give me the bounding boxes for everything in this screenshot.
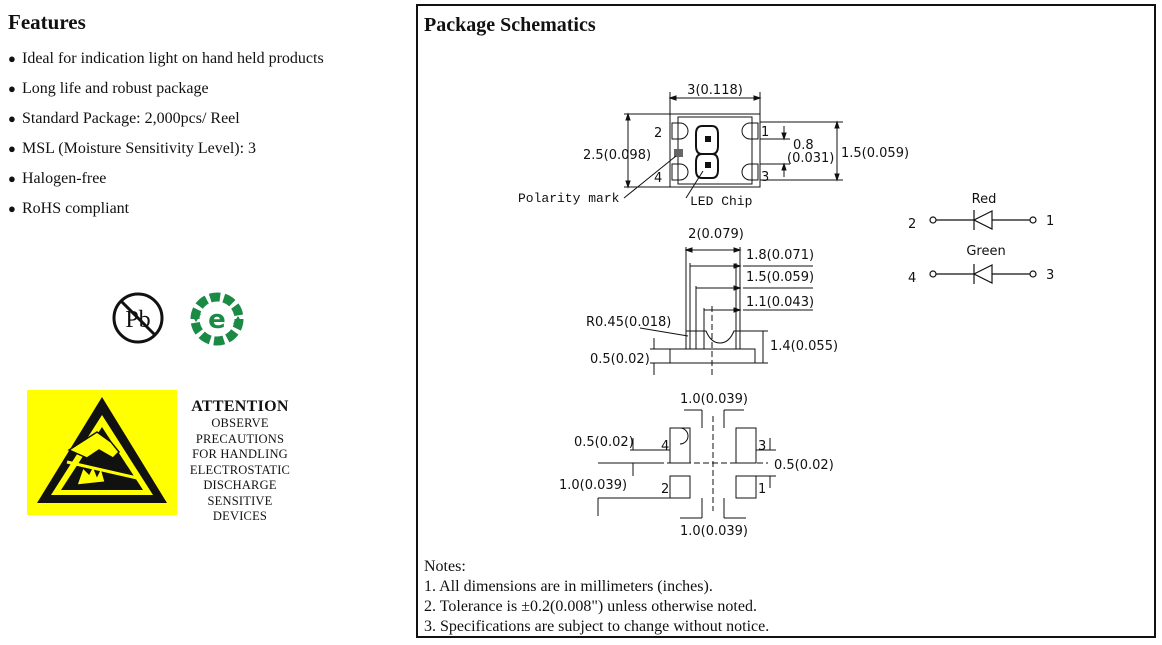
svg-text:0.5(0.02): 0.5(0.02): [774, 458, 834, 473]
attention-title: ATTENTION: [191, 398, 289, 415]
note-item: 2. Tolerance is ±0.2(0.008") unless othe…: [424, 598, 757, 615]
compliance-badges: Pb e: [110, 290, 260, 350]
svg-text:3: 3: [758, 439, 766, 454]
note-item: 1. All dimensions are in millimeters (in…: [424, 578, 713, 595]
svg-text:1.0(0.039): 1.0(0.039): [680, 392, 748, 407]
attention-notice: ATTENTION OBSERVE PRECAUTIONS FOR HANDLI…: [180, 398, 300, 525]
features-list: ●Ideal for indication light on hand held…: [8, 48, 324, 228]
svg-text:4: 4: [654, 171, 662, 186]
svg-text:3: 3: [761, 170, 769, 185]
left-column: Features ●Ideal for indication light on …: [0, 0, 410, 645]
svg-text:Polarity mark: Polarity mark: [518, 191, 620, 206]
notes-heading: Notes:: [424, 558, 466, 575]
svg-text:2: 2: [908, 217, 916, 232]
svg-text:Red: Red: [972, 192, 997, 207]
svg-text:1.8(0.071): 1.8(0.071): [746, 248, 814, 263]
svg-text:e: e: [208, 305, 226, 335]
attention-line: DEVICES: [212, 509, 268, 523]
svg-text:0.5(0.02): 0.5(0.02): [574, 435, 634, 450]
svg-text:R0.45(0.018): R0.45(0.018): [586, 315, 671, 330]
bottom-view: [597, 409, 776, 519]
svg-text:2: 2: [654, 126, 662, 141]
svg-text:1.1(0.043): 1.1(0.043): [746, 295, 814, 310]
svg-text:(0.031): (0.031): [787, 151, 834, 166]
esd-warning-icon: [27, 390, 177, 515]
svg-text:1.4(0.055): 1.4(0.055): [770, 339, 838, 354]
notes: Notes: 1. All dimensions are in millimet…: [424, 557, 769, 637]
svg-text:0.8: 0.8: [793, 138, 814, 153]
bullet-icon: ●: [8, 141, 16, 156]
svg-text:1: 1: [1046, 214, 1054, 229]
svg-text:1.0(0.039): 1.0(0.039): [559, 478, 627, 493]
svg-text:2.5(0.098): 2.5(0.098): [583, 148, 651, 163]
note-item: 3. Specifications are subject to change …: [424, 618, 770, 635]
svg-text:1.5(0.059): 1.5(0.059): [841, 146, 909, 161]
environment-friendly-icon: e: [190, 292, 244, 346]
feature-item: ●Standard Package: 2,000pcs/ Reel: [8, 108, 324, 138]
bullet-icon: ●: [8, 81, 16, 96]
attention-line: OBSERVE PRECAUTIONS: [195, 416, 285, 446]
feature-item: ●RoHS compliant: [8, 198, 324, 228]
svg-text:Green: Green: [966, 244, 1005, 259]
attention-line: SENSITIVE: [207, 493, 273, 508]
attention-line: ELECTROSTATIC: [189, 462, 291, 477]
circuit-symbols: [929, 210, 1037, 284]
top-view: [623, 92, 843, 199]
svg-text:1: 1: [761, 125, 769, 140]
lead-free-icon: Pb: [112, 292, 164, 344]
bullet-icon: ●: [8, 171, 16, 186]
schematics-title: Package Schematics: [424, 14, 596, 36]
features-heading: Features: [8, 10, 86, 34]
bullet-icon: ●: [8, 201, 16, 216]
feature-item: ●Ideal for indication light on hand held…: [8, 48, 324, 78]
feature-item: ●Long life and robust package: [8, 78, 324, 108]
svg-text:1.0(0.039): 1.0(0.039): [680, 524, 748, 539]
svg-text:3(0.118): 3(0.118): [687, 83, 743, 98]
svg-text:LED Chip: LED Chip: [690, 194, 752, 209]
side-view: [639, 247, 813, 378]
feature-item: ●Halogen-free: [8, 168, 324, 198]
schematic-drawing: 3(0.118) 2.5(0.098) 0.8 (0.031) 1.5(0.05…: [518, 83, 1054, 539]
svg-text:1.5(0.059): 1.5(0.059): [746, 270, 814, 285]
bullet-icon: ●: [8, 111, 16, 126]
svg-text:2(0.079): 2(0.079): [688, 227, 744, 242]
svg-text:2: 2: [661, 482, 669, 497]
attention-line: FOR HANDLING: [192, 447, 288, 461]
feature-item: ●MSL (Moisture Sensitivity Level): 3: [8, 138, 324, 168]
attention-line: DISCHARGE: [203, 478, 277, 492]
package-schematics-panel: Package Schematics: [416, 4, 1156, 638]
svg-text:3: 3: [1046, 268, 1054, 283]
bullet-icon: ●: [8, 51, 16, 66]
svg-text:4: 4: [661, 439, 669, 454]
svg-text:1: 1: [758, 482, 766, 497]
svg-text:0.5(0.02): 0.5(0.02): [590, 352, 650, 367]
svg-text:4: 4: [908, 271, 916, 286]
